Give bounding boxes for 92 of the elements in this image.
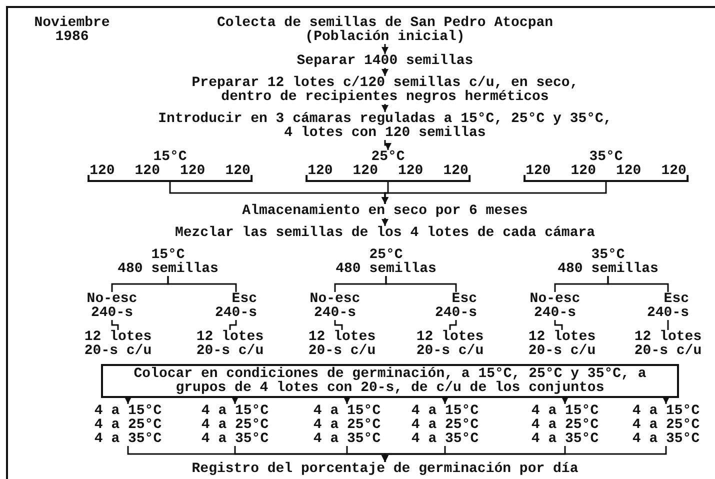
- lot-count: 120: [443, 164, 468, 178]
- arrow: [382, 44, 388, 54]
- step-text: 4 a 25°C: [94, 418, 162, 432]
- step-text: 12 lotes 20-s c/u: [415, 330, 485, 358]
- arrow: [382, 182, 607, 204]
- step-text: 480 semillas: [118, 262, 218, 276]
- step-text: 240-s: [91, 306, 133, 320]
- arrow: [562, 397, 568, 404]
- lot-count: 120: [225, 164, 250, 178]
- step-text: 4 a 15°C: [94, 404, 162, 418]
- arrow: [382, 218, 388, 226]
- step-text: Registro del porcentaje de germinación por día: [192, 462, 578, 476]
- connector-line: [167, 276, 237, 292]
- lot-count: 120: [616, 164, 642, 178]
- arrow: [382, 104, 388, 112]
- step-text: 35°C: [591, 248, 625, 262]
- step-text: Preparar 12 lotes c/120 semillas c/u, en seco, dentro de recipientes negros herméticos: [190, 76, 580, 104]
- connector-line: [385, 276, 457, 292]
- step-text: Mezclar las semillas de los 4 lotes de cada cámara: [174, 226, 596, 240]
- step-text: Almacenamiento en seco por 6 meses: [242, 204, 528, 218]
- lot-count: 120: [134, 164, 160, 178]
- arrow: [382, 446, 667, 462]
- step-text: 240-s: [215, 306, 257, 320]
- temperature-heading: 35°C: [589, 150, 623, 164]
- step-text: 4 a 15°C: [313, 404, 381, 418]
- step-text: 25°C: [369, 248, 403, 262]
- step-text: 12 lotes 20-s c/u: [83, 330, 153, 358]
- step-text: Colecta de semillas de San Pedro Atocpan (Población inicial): [216, 16, 554, 44]
- lot-count: 120: [526, 164, 551, 178]
- step-text: 240-s: [647, 306, 689, 320]
- step-text: 12 lotes 20-s c/u: [195, 330, 265, 358]
- step-text: No-esc: [86, 292, 138, 306]
- step-text: 4 a 35°C: [411, 432, 479, 446]
- lot-count: 120: [570, 164, 596, 178]
- lot-count: 120: [308, 164, 333, 178]
- connector-line: [229, 320, 237, 330]
- step-text: 15°C: [151, 248, 185, 262]
- step-text: 4 a 25°C: [531, 418, 599, 432]
- lot-count: 120: [352, 164, 378, 178]
- lot-count: 120: [661, 164, 686, 178]
- step-text: 480 semillas: [558, 262, 658, 276]
- lot-count: 120: [180, 164, 206, 178]
- step-text: 4 a 25°C: [411, 418, 479, 432]
- lot-count: 120: [90, 164, 115, 178]
- bracket-group: [88, 150, 252, 182]
- step-text: 4 a 25°C: [201, 418, 269, 432]
- arrow: [442, 397, 448, 404]
- connector-line: [607, 276, 669, 292]
- step-text: 4 a 35°C: [632, 432, 700, 446]
- step-text: 480 semillas: [336, 262, 436, 276]
- step-text: 4 a 15°C: [411, 404, 479, 418]
- arrow: [662, 397, 670, 404]
- step-text: Esc: [232, 292, 257, 306]
- arrow: [124, 397, 132, 404]
- step-text: 4 a 35°C: [201, 432, 269, 446]
- connector-line: [667, 320, 669, 330]
- step-text: 240-s: [314, 306, 356, 320]
- lot-count: 120: [398, 164, 424, 178]
- bracket-group: [306, 150, 470, 182]
- step-text: Separar 1400 semillas: [296, 54, 474, 68]
- connector-line: [449, 320, 457, 330]
- arrow: [384, 140, 392, 150]
- connector-line: [334, 320, 343, 330]
- connector-line: [554, 320, 563, 330]
- temperature-heading: 15°C: [153, 150, 187, 164]
- step-text: No-esc: [530, 292, 580, 306]
- step-text: 4 a 15°C: [201, 404, 269, 418]
- step-text: 4 a 35°C: [94, 432, 162, 446]
- arrow: [344, 397, 350, 404]
- connector-line: [111, 320, 119, 330]
- step-text: 4 a 35°C: [313, 432, 381, 446]
- step-text: 4 a 15°C: [531, 404, 599, 418]
- arrow: [232, 397, 238, 404]
- step-text: 12 lotes 20-s c/u: [307, 330, 377, 358]
- step-text: 240-s: [534, 306, 576, 320]
- step-text: 12 lotes 20-s c/u: [633, 330, 703, 358]
- step-text: 4 a 35°C: [531, 432, 599, 446]
- bracket-group: [524, 150, 688, 182]
- step-text: 4 a 25°C: [313, 418, 381, 432]
- box-text: Colocar en condiciones de germinación, a 15°C, 25°C y 35°C, a grupos de 4 lotes con 20-s, de c/u de los conjuntos: [132, 367, 648, 395]
- step-text: Esc: [452, 292, 477, 306]
- step-text: Esc: [664, 292, 689, 306]
- step-text: No-esc: [310, 292, 360, 306]
- step-text: 4 a 15°C: [632, 404, 700, 418]
- process-box: [101, 364, 679, 398]
- step-text: 12 lotes 20-s c/u: [527, 330, 597, 358]
- date-label: Noviembre 1986: [33, 16, 111, 44]
- arrow: [382, 68, 388, 76]
- temperature-heading: 25°C: [371, 150, 405, 164]
- step-text: Introducir en 3 cámaras reguladas a 15°C, 25°C y 35°C, 4 lotes con 120 semillas: [157, 112, 613, 140]
- step-text: 240-s: [435, 306, 477, 320]
- step-text: 4 a 25°C: [632, 418, 700, 432]
